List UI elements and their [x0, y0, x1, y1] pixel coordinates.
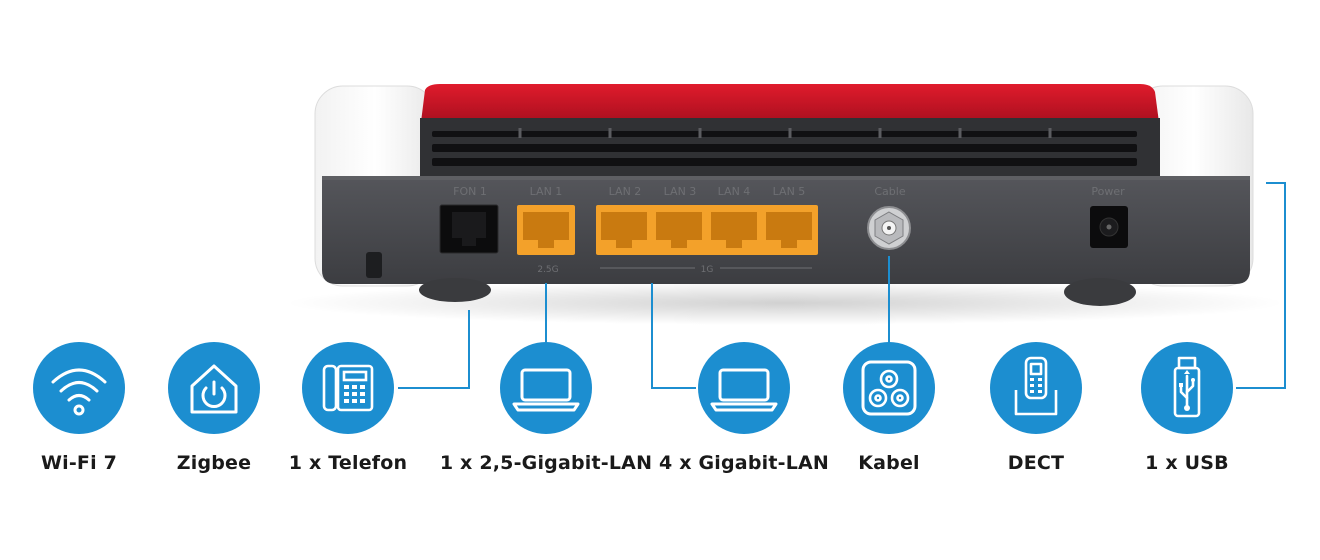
feature-label-wifi: Wi-Fi 7 [40, 452, 118, 474]
port-label-lan1: LAN 1 [530, 185, 563, 198]
port-label-lan3: LAN 3 [664, 185, 697, 198]
feature-label-usb: 1 x USB [1145, 452, 1229, 474]
lan-port-block [596, 205, 818, 255]
connector-lan [651, 283, 696, 389]
fon-port [439, 204, 499, 254]
feature-label-lan: 4 x Gigabit-LAN [658, 452, 830, 474]
wifi-icon [33, 342, 125, 434]
feature-icons [33, 342, 1233, 434]
feature-label-lan25: 1 x 2,5-Gigabit-LAN [439, 452, 653, 474]
port-label-25g: 2.5G [537, 265, 558, 275]
connector-lines [398, 182, 1286, 389]
feature-label-telefon: 1 x Telefon [288, 452, 408, 474]
port-label-lan2: LAN 2 [609, 185, 642, 198]
router: FON 1 LAN 1 LAN 2 LAN 3 LAN 4 LAN 5 Cabl… [314, 84, 1254, 306]
feature-label-dect: DECT [1007, 452, 1065, 474]
connector-telefon [398, 310, 470, 389]
coax-icon [843, 342, 935, 434]
laptop-icon [500, 342, 592, 434]
router-foot-left [419, 278, 491, 302]
laptop-icon [698, 342, 790, 434]
feature-label-kabel: Kabel [858, 452, 920, 474]
router-latch [366, 252, 382, 278]
usb-icon [1141, 342, 1233, 434]
port-label-cable: Cable [874, 185, 905, 198]
coax-port [867, 206, 911, 250]
feature-label-zigbee: Zigbee [176, 452, 252, 474]
vent-slots [432, 131, 1137, 166]
port-label-fon: FON 1 [453, 185, 487, 198]
port-label-power: Power [1091, 185, 1125, 198]
port-label-lan4: LAN 4 [718, 185, 751, 198]
connector-usb [1236, 182, 1286, 389]
vent-ribs [518, 128, 1052, 138]
port-label-lan5: LAN 5 [773, 185, 806, 198]
lan1-port [517, 205, 575, 255]
port-label-1g: 1G [701, 265, 714, 275]
power-port [1090, 206, 1128, 248]
router-foot-right [1064, 278, 1136, 306]
desk-phone-icon [302, 342, 394, 434]
home-power-icon [168, 342, 260, 434]
cordless-phone-icon [990, 342, 1082, 434]
